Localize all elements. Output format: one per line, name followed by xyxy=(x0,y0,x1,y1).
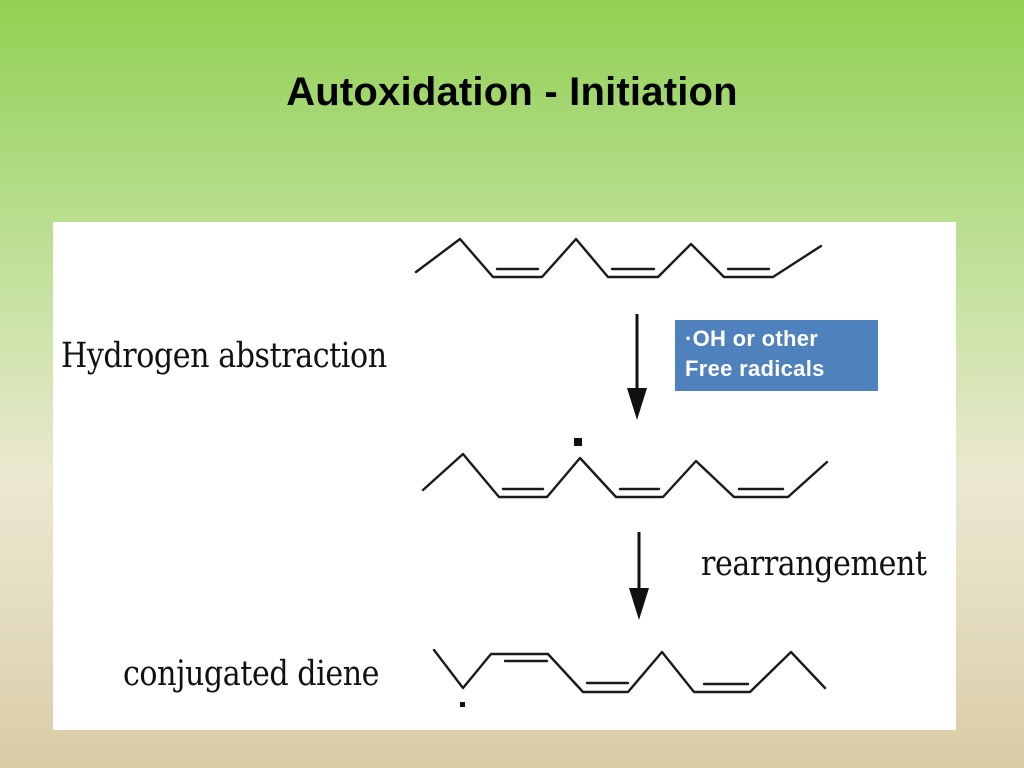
starting-fatty-acid-chain xyxy=(414,237,823,279)
free-radicals-line-1: ·OH or other xyxy=(685,326,819,351)
reaction-diagram: Hydrogen abstraction rearrangement conju… xyxy=(53,222,956,730)
conjugated-diene-label: conjugated diene xyxy=(123,654,380,694)
arrow-rearrangement xyxy=(629,532,649,620)
radical-intermediate-chain xyxy=(421,452,829,499)
free-radicals-line-2: Free radicals xyxy=(685,356,825,381)
free-radicals-box: ·OH or other Free radicals xyxy=(675,320,878,391)
hydrogen-abstraction-label: Hydrogen abstraction xyxy=(61,336,387,376)
radical-dot-conjugated xyxy=(460,702,465,707)
conjugated-diene-chain xyxy=(432,648,827,694)
reaction-scheme-drawing xyxy=(414,237,829,707)
radical-dot xyxy=(574,438,582,446)
slide-title: Autoxidation - Initiation xyxy=(286,70,738,114)
arrow-abstraction xyxy=(627,314,647,420)
rearrangement-label: rearrangement xyxy=(701,544,927,584)
